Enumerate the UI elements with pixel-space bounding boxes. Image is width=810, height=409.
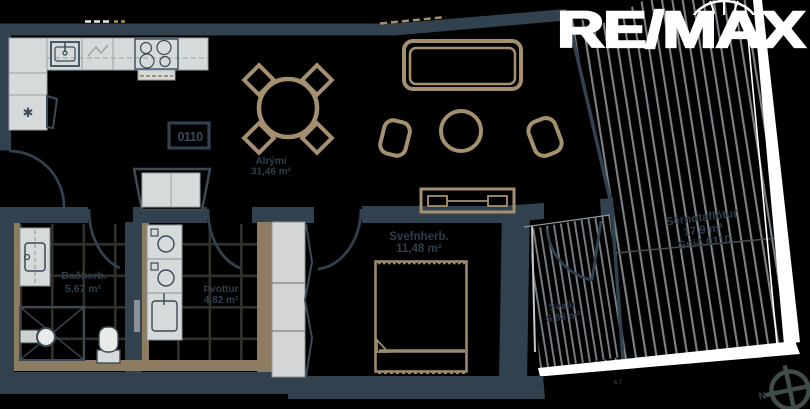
svg-text:0110: 0110 — [177, 130, 203, 144]
svg-text:Svalir: Svalir — [548, 299, 576, 313]
svg-text:5,67 m²: 5,67 m² — [65, 283, 102, 295]
svg-text:5,83 m²: 5,83 m² — [546, 310, 582, 325]
svg-text:31,46 m²: 31,46 m² — [251, 167, 292, 178]
svg-text:4,82 m²: 4,82 m² — [204, 295, 239, 306]
svg-text:RE/MAX: RE/MAX — [557, 2, 805, 58]
svg-text:✱: ✱ — [23, 105, 34, 120]
svg-text:Þvottur: Þvottur — [204, 284, 239, 295]
svg-text:N: N — [758, 390, 767, 402]
svg-text:Baðherb.: Baðherb. — [61, 270, 107, 282]
svg-text:17,9 m²: 17,9 m² — [683, 222, 724, 239]
svg-text:Svefnherb.: Svefnherb. — [389, 231, 448, 243]
svg-text:11,48 m²: 11,48 m² — [396, 243, 442, 255]
svg-text:Alrými: Alrými — [255, 156, 286, 167]
svg-text:4,7: 4,7 — [613, 380, 623, 387]
